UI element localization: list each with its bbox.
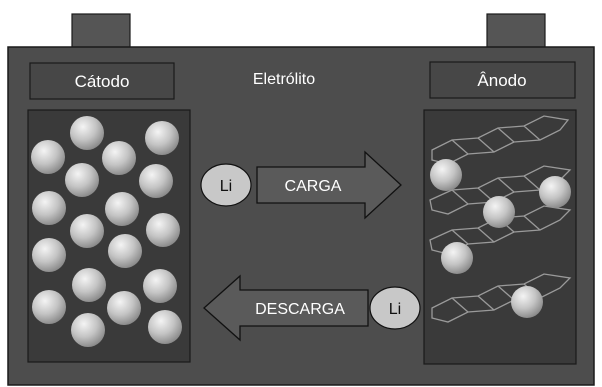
discharge-label: DESCARGA [255,301,345,318]
discharge-arrow [203,274,369,342]
charge-label: CARGA [285,178,342,195]
cathode-particle [72,268,106,302]
cathode-particle [145,121,179,155]
graphite-layer [431,273,572,323]
cathode-particle [143,269,177,303]
anode-panel [423,109,577,365]
charge-arrow [256,150,402,220]
cathode-label: Cátodo [75,72,130,91]
anode-lithium-particles [430,159,571,318]
cathode-particle [71,313,105,347]
cathode-particle [148,310,182,344]
cathode-particle [32,290,66,324]
cathode-particle [32,238,66,272]
cathode-particle [108,234,142,268]
anode-particle [483,196,515,228]
cathode-particle [107,291,141,325]
anode-particle [539,176,571,208]
graphite-layer [431,115,570,165]
positive-terminal [71,13,131,49]
cathode-particle [70,116,104,150]
cathode-particle [32,191,66,225]
anode-label-box [429,61,576,99]
cathode-particles [31,116,182,347]
li-label-discharge: Li [389,301,401,318]
cathode-label-box [29,62,175,100]
lithium-ion-badge-charge [200,163,252,207]
anode-particle [430,159,462,191]
li-label-charge: Li [220,178,232,195]
cathode-particle [105,192,139,226]
cathode-particle [139,164,173,198]
cathode-particle [31,140,65,174]
cathode-particle [65,163,99,197]
anode-particle [511,286,543,318]
graphite-layer [429,205,572,255]
negative-terminal [486,13,546,49]
anode-particle [441,242,473,274]
cathode-particle [70,214,104,248]
cathode-particle [146,213,180,247]
electrolyte-label: Eletrólito [253,71,315,88]
cathode-particle [102,141,136,175]
lithium-ion-badge-discharge [369,286,421,330]
anode-label: Ânodo [477,71,526,90]
